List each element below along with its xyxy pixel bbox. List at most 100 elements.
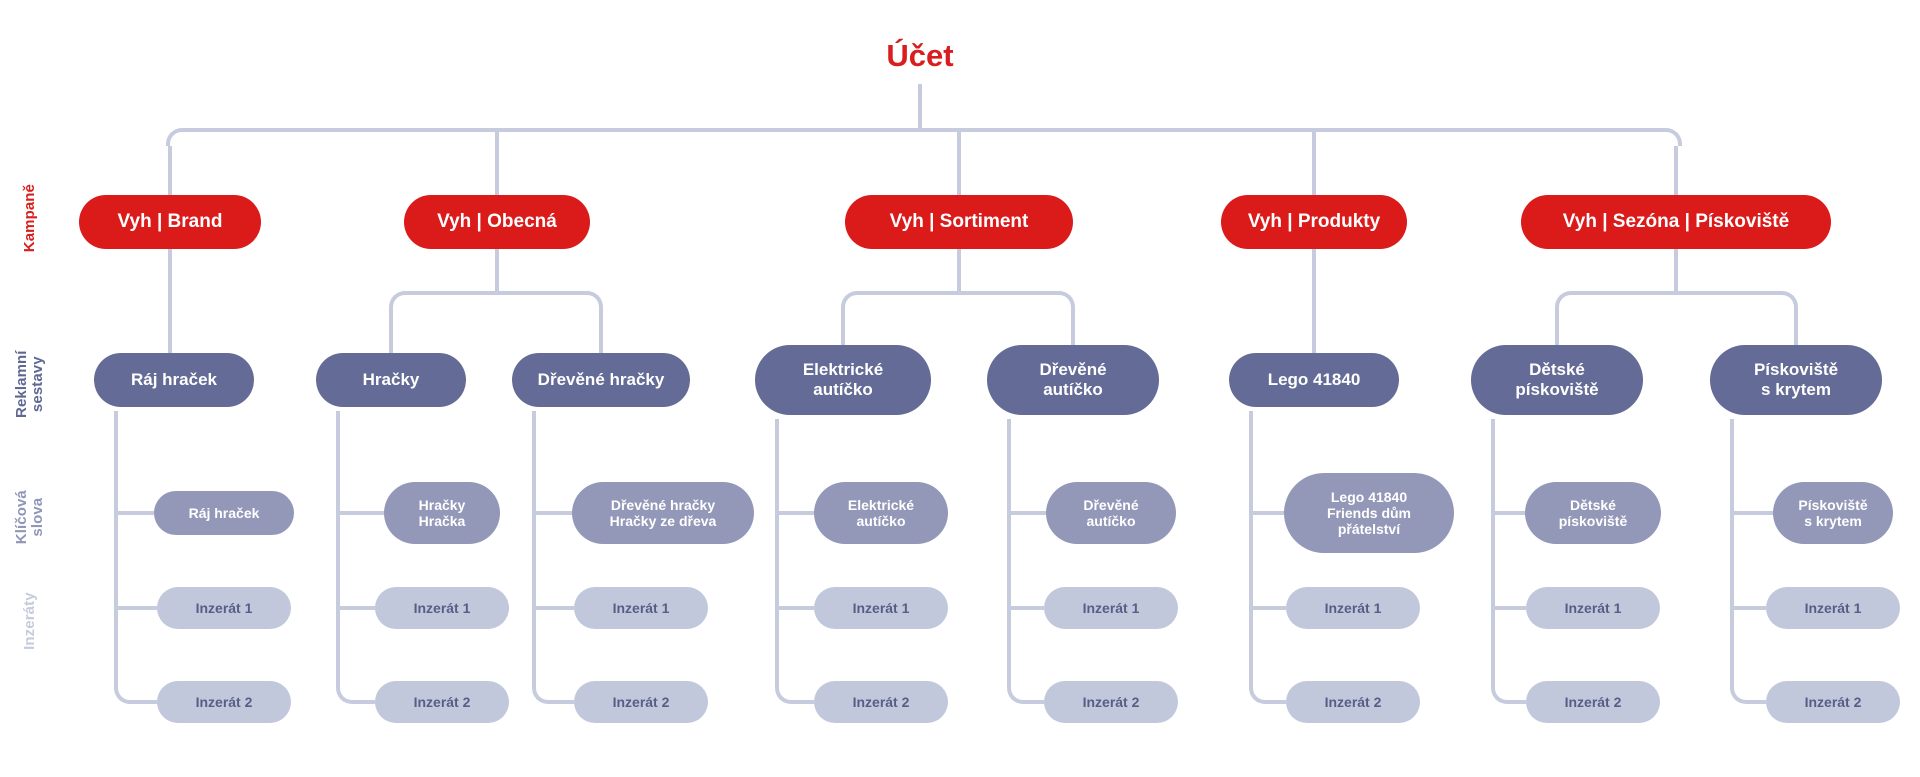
connector-corner-spine-bottom xyxy=(1249,686,1267,704)
ad-node-7-1[interactable]: Inzerát 1 xyxy=(1766,587,1900,629)
connector-adgroup-bus xyxy=(1573,291,1780,295)
adgroup-node-7[interactable]: Pískoviště s krytem xyxy=(1710,345,1882,415)
connector-stub-ad2 xyxy=(1507,700,1526,704)
connector-corner-adgroup-left xyxy=(389,291,407,309)
connector-stub-keyword xyxy=(536,511,572,515)
ad-node-5-2[interactable]: Inzerát 2 xyxy=(1286,681,1420,723)
connector-corner-spine-bottom xyxy=(114,686,132,704)
keyword-node-1[interactable]: Hračky Hračka xyxy=(384,482,500,544)
connector-stub-keyword xyxy=(1734,511,1773,515)
connector-root-stem xyxy=(918,84,922,130)
connector-campaign-drop xyxy=(168,146,172,195)
connector-stub-ad2 xyxy=(352,700,375,704)
row-label-reklamni-sestavy: Reklamní sestavy xyxy=(12,350,46,418)
ad-node-6-1[interactable]: Inzerát 1 xyxy=(1526,587,1660,629)
adgroup-node-3[interactable]: Elektrické autíčko xyxy=(755,345,931,415)
connector-spine xyxy=(1249,411,1253,686)
ad-node-1-1[interactable]: Inzerát 1 xyxy=(375,587,509,629)
connector-corner-bus-right xyxy=(1664,128,1682,146)
campaign-node-1[interactable]: Vyh | Obecná xyxy=(404,195,590,249)
connector-stub-keyword xyxy=(1495,511,1525,515)
ad-node-2-2[interactable]: Inzerát 2 xyxy=(574,681,708,723)
connector-stub-ad1 xyxy=(1253,606,1286,610)
campaign-node-4[interactable]: Vyh | Sezóna | Pískoviště xyxy=(1521,195,1831,249)
connector-stub-keyword xyxy=(340,511,384,515)
connector-corner-bus-left xyxy=(166,128,184,146)
adgroup-node-5[interactable]: Lego 41840 xyxy=(1229,353,1399,407)
adgroup-node-4[interactable]: Dřevěné autíčko xyxy=(987,345,1159,415)
ad-node-3-2[interactable]: Inzerát 2 xyxy=(814,681,948,723)
connector-corner-spine-bottom xyxy=(775,686,793,704)
connector-root-bus xyxy=(184,128,1664,132)
campaign-node-2[interactable]: Vyh | Sortiment xyxy=(845,195,1073,249)
connector-spine xyxy=(336,411,340,686)
connector-campaign-drop xyxy=(1312,130,1316,195)
campaign-node-0[interactable]: Vyh | Brand xyxy=(79,195,261,249)
connector-stub-ad1 xyxy=(1734,606,1766,610)
connector-corner-adgroup-left xyxy=(841,291,859,309)
connector-stub-keyword xyxy=(1011,511,1046,515)
connector-stub-keyword xyxy=(118,511,154,515)
ad-node-4-2[interactable]: Inzerát 2 xyxy=(1044,681,1178,723)
ad-node-0-1[interactable]: Inzerát 1 xyxy=(157,587,291,629)
connector-corner-spine-bottom xyxy=(336,686,354,704)
connector-spine xyxy=(532,411,536,686)
connector-stub-keyword xyxy=(1253,511,1284,515)
ad-node-0-2[interactable]: Inzerát 2 xyxy=(157,681,291,723)
connector-adgroup-drop xyxy=(1312,249,1316,353)
connector-corner-adgroup-right xyxy=(1057,291,1075,309)
connector-adgroup-drop xyxy=(389,309,393,353)
ad-node-5-1[interactable]: Inzerát 1 xyxy=(1286,587,1420,629)
keyword-node-2[interactable]: Dřevěné hračky Hračky ze dřeva xyxy=(572,482,754,544)
connector-stub-ad1 xyxy=(340,606,375,610)
keyword-node-3[interactable]: Elektrické autíčko xyxy=(814,482,948,544)
connector-adgroup-drop xyxy=(1071,309,1075,345)
connector-stub-ad2 xyxy=(791,700,814,704)
connector-spine xyxy=(1007,419,1011,686)
connector-stub-ad1 xyxy=(536,606,574,610)
connector-adgroup-drop xyxy=(1794,309,1798,345)
connector-adgroup-bus xyxy=(859,291,1057,295)
keyword-node-5[interactable]: Lego 41840 Friends dům přátelství xyxy=(1284,473,1454,553)
connector-adgroup-stem xyxy=(1674,249,1678,293)
adgroup-node-0[interactable]: Ráj hraček xyxy=(94,353,254,407)
connector-stub-ad1 xyxy=(118,606,157,610)
connector-corner-spine-bottom xyxy=(1007,686,1025,704)
ad-node-4-1[interactable]: Inzerát 1 xyxy=(1044,587,1178,629)
connector-stub-keyword xyxy=(779,511,814,515)
connector-stub-ad1 xyxy=(1011,606,1044,610)
connector-corner-adgroup-right xyxy=(1780,291,1798,309)
connector-spine xyxy=(775,419,779,686)
connector-corner-adgroup-right xyxy=(585,291,603,309)
adgroup-node-1[interactable]: Hračky xyxy=(316,353,466,407)
ad-node-1-2[interactable]: Inzerát 2 xyxy=(375,681,509,723)
connector-spine xyxy=(114,411,118,686)
connector-stub-ad2 xyxy=(1746,700,1766,704)
ad-node-2-1[interactable]: Inzerát 1 xyxy=(574,587,708,629)
connector-spine xyxy=(1730,419,1734,686)
keyword-node-7[interactable]: Pískoviště s krytem xyxy=(1773,482,1893,544)
connector-spine xyxy=(1491,419,1495,686)
adgroup-node-2[interactable]: Dřevěné hračky xyxy=(512,353,690,407)
connector-stub-ad1 xyxy=(779,606,814,610)
keyword-node-4[interactable]: Dřevěné autíčko xyxy=(1046,482,1176,544)
connector-corner-spine-bottom xyxy=(532,686,550,704)
connector-stub-ad2 xyxy=(1265,700,1286,704)
connector-adgroup-bus xyxy=(407,291,585,295)
connector-adgroup-stem xyxy=(957,249,961,293)
campaign-node-3[interactable]: Vyh | Produkty xyxy=(1221,195,1407,249)
connector-adgroup-drop xyxy=(841,309,845,345)
keyword-node-0[interactable]: Ráj hraček xyxy=(154,491,294,535)
ad-node-7-2[interactable]: Inzerát 2 xyxy=(1766,681,1900,723)
connector-stub-ad1 xyxy=(1495,606,1526,610)
connector-stub-ad2 xyxy=(1023,700,1044,704)
ad-node-6-2[interactable]: Inzerát 2 xyxy=(1526,681,1660,723)
ad-node-3-1[interactable]: Inzerát 1 xyxy=(814,587,948,629)
keyword-node-6[interactable]: Dětské pískoviště xyxy=(1525,482,1661,544)
connector-stub-ad2 xyxy=(548,700,574,704)
connector-adgroup-stem xyxy=(495,249,499,293)
connector-stub-ad2 xyxy=(130,700,157,704)
adgroup-node-6[interactable]: Dětské pískoviště xyxy=(1471,345,1643,415)
connector-campaign-drop xyxy=(1674,146,1678,195)
